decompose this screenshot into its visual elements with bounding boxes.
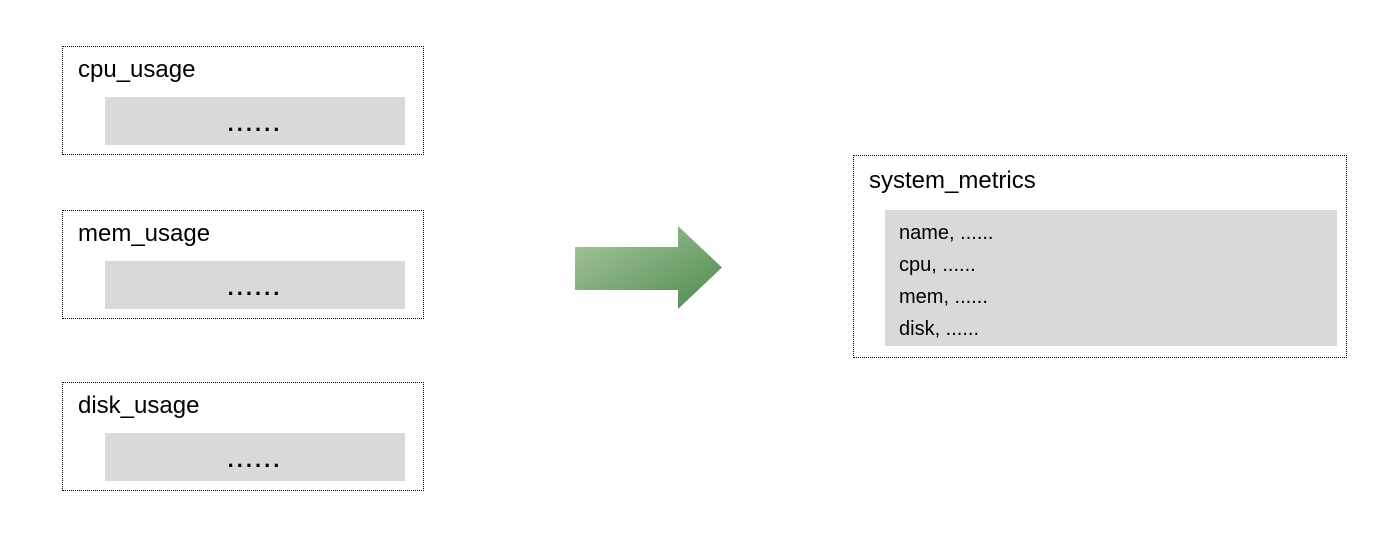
source-table-cpu-usage: cpu_usage ...... bbox=[62, 46, 424, 155]
placeholder-dots: ...... bbox=[227, 275, 283, 300]
source-table-title: mem_usage bbox=[78, 220, 211, 247]
placeholder-dots: ...... bbox=[227, 111, 283, 136]
source-table-body: ...... bbox=[105, 261, 405, 309]
target-table-body: name, ...... cpu, ...... mem, ...... dis… bbox=[885, 210, 1337, 346]
source-table-body: ...... bbox=[105, 97, 405, 145]
target-table-row: disk, ...... bbox=[899, 318, 980, 340]
target-table-system-metrics: system_metrics name, ...... cpu, ...... … bbox=[853, 155, 1347, 358]
target-table-row: cpu, ...... bbox=[899, 254, 976, 276]
source-table-title: cpu_usage bbox=[78, 56, 196, 83]
right-arrow-icon bbox=[575, 226, 722, 309]
source-table-mem-usage: mem_usage ...... bbox=[62, 210, 424, 319]
target-table-row: mem, ...... bbox=[899, 286, 988, 308]
target-table-row: name, ...... bbox=[899, 222, 994, 244]
source-table-disk-usage: disk_usage ...... bbox=[62, 382, 424, 491]
source-table-title: disk_usage bbox=[78, 392, 200, 419]
target-table-title: system_metrics bbox=[869, 167, 1036, 194]
source-table-body: ...... bbox=[105, 433, 405, 481]
placeholder-dots: ...... bbox=[227, 447, 283, 472]
